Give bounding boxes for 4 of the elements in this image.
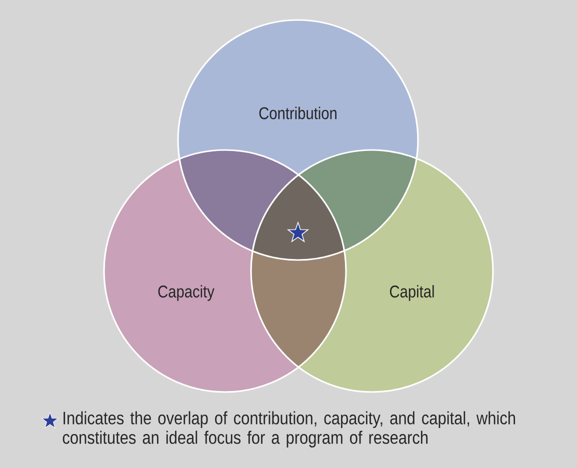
circle-label: Capacity [158,285,214,301]
circle-label: Contribution [259,106,336,120]
circle-label: Capital [390,285,434,301]
legend-text: Indicates the overlap of contribution, capacity, and capital, which constitutes an ideal focus for a program of research [62,411,516,448]
